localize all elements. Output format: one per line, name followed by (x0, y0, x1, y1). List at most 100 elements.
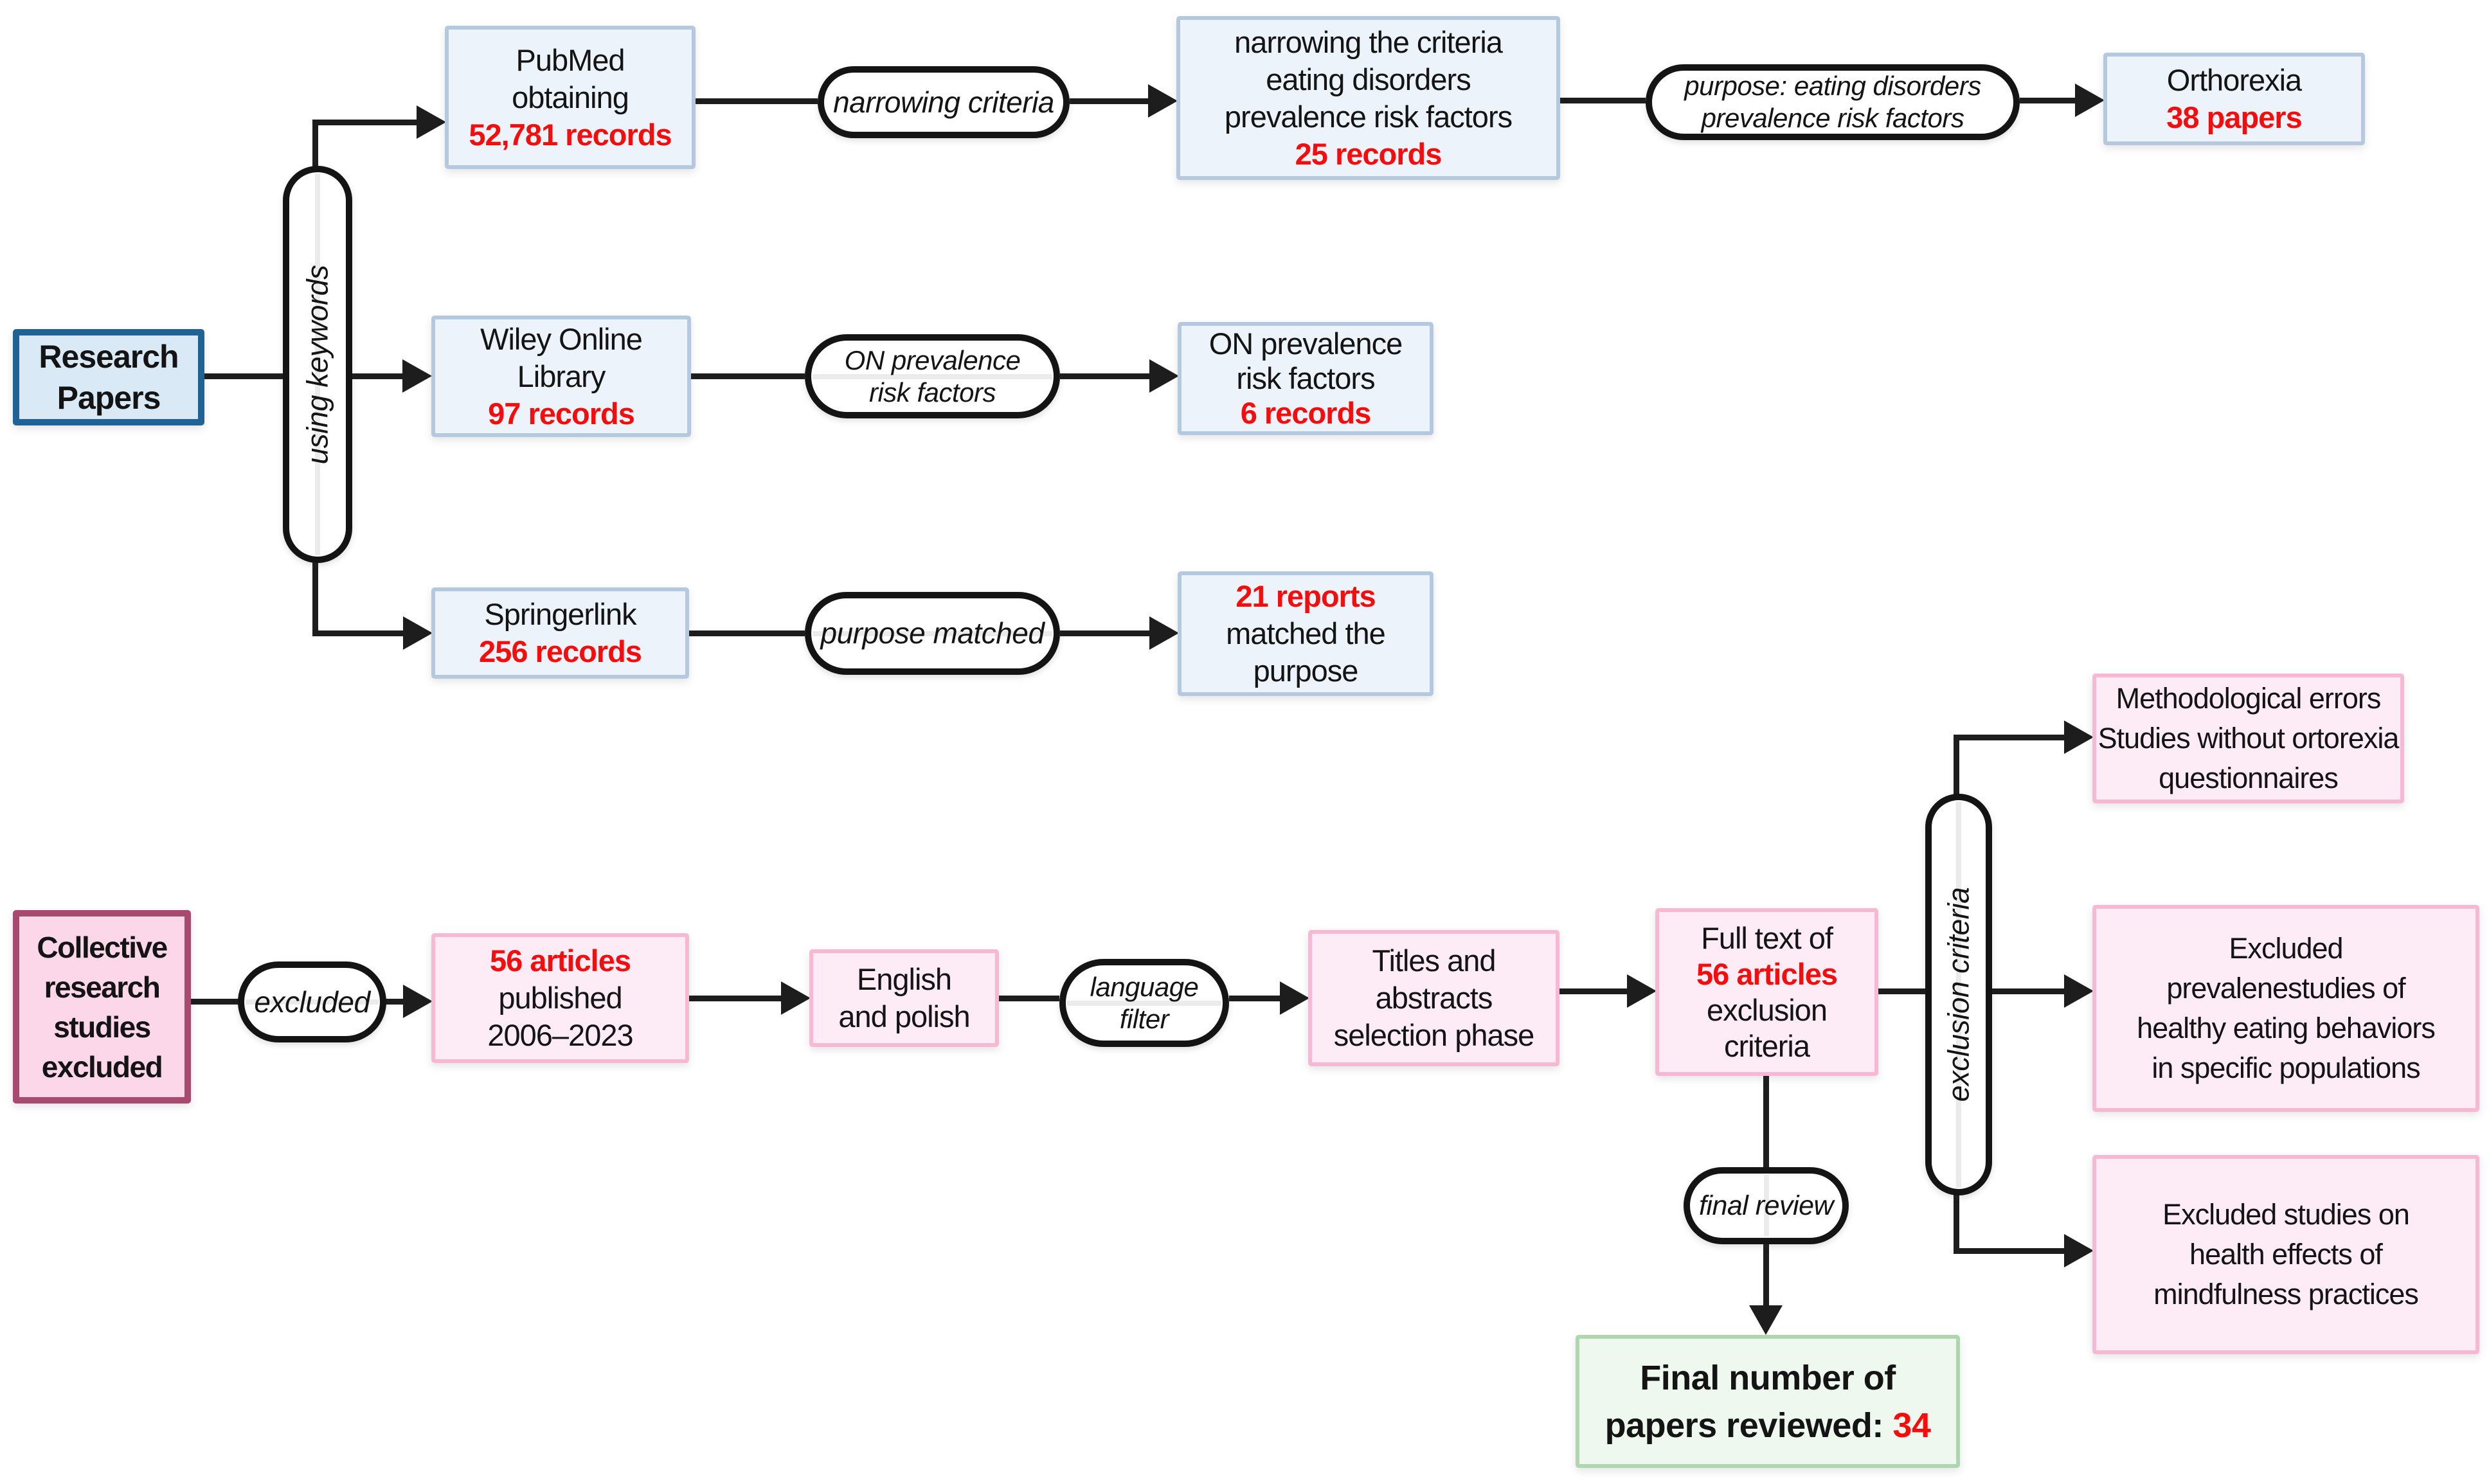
final-number-label: papers reviewed: (1604, 1406, 1893, 1445)
exclusion-reason-line: Excluded studies on (2162, 1198, 2410, 1231)
excluded-label: excluded (254, 985, 370, 1019)
exclusion-reason-1-box: Methodological errors Studies without or… (2092, 674, 2404, 803)
springerlink-box: Springerlink 256 records (431, 587, 689, 679)
collective-research-box: Collective research studies excluded (13, 910, 191, 1104)
final-review-label: final review (1698, 1190, 1834, 1221)
reports-matched-box: 21 reports matched the purpose (1178, 571, 1433, 696)
final-number-line: papers reviewed: 34 (1605, 1402, 1931, 1449)
purpose-matched-label: purpose matched (820, 616, 1045, 650)
orthorexia-box: Orthorexia 38 papers (2103, 53, 2365, 145)
arrowhead-into-exclusion3 (2064, 1234, 2094, 1267)
final-review-pill: final review (1684, 1167, 1849, 1244)
exclusion-reason-line: mindfulness practices (2153, 1278, 2419, 1310)
arrowhead-into-springerlink (403, 616, 433, 650)
connector-branch-bottom-to-exclusion3 (1954, 1248, 2065, 1254)
english-polish-line: English (856, 962, 952, 996)
connector-exclusion-branch-bottom (1954, 1190, 1959, 1254)
arrowhead-into-wiley (402, 359, 432, 393)
articles-56-line: published (498, 981, 622, 1015)
purpose-pill-line: purpose: eating disorders (1684, 71, 1981, 101)
arrowhead-into-titles (1280, 981, 1309, 1015)
connector-exclusion-branch-top (1954, 735, 1959, 800)
articles-56-line: 2006–2023 (487, 1018, 633, 1052)
collective-line: studies (53, 1010, 151, 1044)
exclusion-reason-line: healthy eating behaviors (2137, 1012, 2436, 1044)
arrowhead-into-onprev-box (1149, 359, 1179, 393)
connector-narrowing-pill-to-box (1070, 98, 1149, 104)
exclusion-reason-line: Excluded (2229, 932, 2343, 965)
wiley-line: Wiley Online (480, 321, 643, 356)
arrowhead-into-final-box (1749, 1305, 1783, 1335)
on-prevalence-box: ON prevalence risk factors 6 records (1178, 322, 1433, 435)
research-papers-box: Research Papers (13, 329, 204, 425)
full-text-box: Full text of 56 articles exclusion crite… (1655, 908, 1878, 1076)
titles-line: abstracts (1375, 981, 1493, 1015)
research-papers-line: Papers (57, 380, 161, 416)
connector-articles-to-english (689, 996, 782, 1001)
arrowhead-into-orthorexia (2075, 84, 2105, 117)
full-text-line: exclusion (1707, 992, 1828, 1027)
purpose-matched-pill: purpose matched (805, 592, 1060, 675)
arrowhead-into-fulltext (1627, 974, 1657, 1008)
wiley-record-count: 97 records (488, 396, 635, 431)
using-keywords-label: using keywords (300, 264, 334, 465)
pill-trace (1067, 1000, 1221, 1006)
final-number-box: Final number of papers reviewed: 34 (1576, 1335, 1960, 1468)
arrowhead-into-pubmed (417, 105, 446, 139)
collective-line: Collective (37, 930, 168, 964)
connector-trunk-to-pubmed (312, 120, 418, 125)
arrowhead-into-articles (403, 985, 433, 1018)
connector-titles-to-fulltext (1559, 988, 1628, 994)
collective-line: excluded (41, 1050, 163, 1084)
arrowhead-into-narrowing-box (1148, 84, 1178, 118)
language-filter-line: language (1090, 971, 1199, 1002)
pill-trace (813, 373, 1052, 379)
pill-trace (813, 630, 1052, 636)
narrowing-box-record-count: 25 records (1295, 136, 1442, 171)
exclusion-reason-line: questionnaires (2159, 762, 2339, 794)
arrowhead-into-exclusion1 (2064, 720, 2094, 754)
final-number-line: Final number of (1640, 1358, 1896, 1397)
exclusion-reason-line: Studies without ortorexia (2098, 722, 2400, 755)
english-polish-line: and polish (838, 999, 970, 1033)
on-prevalence-pill-line: risk factors (868, 377, 996, 407)
pill-trace (1956, 801, 1961, 1188)
wiley-box: Wiley Online Library 97 records (431, 316, 691, 437)
exclusion-reason-2-box: Excluded prevalenestudies of healthy eat… (2092, 905, 2479, 1112)
purpose-eating-disorders-pill: purpose: eating disorders prevalence ris… (1646, 64, 2020, 140)
exclusion-reason-line: Methodological errors (2116, 682, 2382, 715)
exclusion-criteria-label: exclusion criteria (1941, 887, 1975, 1102)
on-prevalence-line: risk factors (1236, 361, 1375, 395)
on-prevalence-pill-line: ON prevalence (844, 344, 1021, 375)
connector-finalreview-to-final (1763, 1242, 1769, 1307)
using-keywords-pill: using keywords (283, 166, 352, 563)
pill-trace (1763, 1175, 1769, 1237)
arrowhead-into-exclusion2 (2064, 974, 2094, 1008)
articles-56-box: 56 articles published 2006–2023 (431, 933, 689, 1063)
pill-trace (246, 999, 379, 1005)
narrowing-criteria-pill: narrowing criteria (818, 66, 1070, 138)
connector-springerlink-to-pm-pill (689, 630, 805, 636)
narrowing-box-line: eating disorders (1266, 62, 1471, 96)
narrowing-box-line: prevalence risk factors (1224, 99, 1513, 134)
titles-abstracts-box: Titles and abstracts selection phase (1308, 930, 1559, 1066)
connector-english-to-language-pill (999, 996, 1059, 1001)
exclusion-reason-3-box: Excluded studies on health effects of mi… (2092, 1155, 2479, 1354)
reports-count: 21 reports (1236, 579, 1376, 613)
pubmed-line: obtaining (512, 80, 629, 114)
on-prevalence-pill: ON prevalence risk factors (805, 334, 1060, 418)
purpose-pill-line: prevalence risk factors (1701, 103, 1964, 133)
excluded-pill: excluded (238, 961, 386, 1042)
reports-line: matched the (1226, 616, 1386, 650)
connector-trunk-to-springerlink (312, 630, 404, 636)
connector-narrowing-box-to-purpose-pill (1560, 98, 1646, 103)
articles-56-count: 56 articles (490, 943, 631, 978)
connector-purpose-pill-to-orthorexia (2020, 98, 2076, 103)
narrowing-criteria-box: narrowing the criteria eating disorders … (1176, 16, 1560, 180)
full-text-count: 56 articles (1696, 956, 1838, 991)
collective-line: research (44, 970, 161, 1004)
connector-fulltext-to-finalreview (1763, 1076, 1769, 1170)
arrowhead-into-english (781, 981, 811, 1015)
connector-wiley-to-onprev-pill (691, 373, 805, 379)
full-text-line: Full text of (1701, 920, 1833, 955)
